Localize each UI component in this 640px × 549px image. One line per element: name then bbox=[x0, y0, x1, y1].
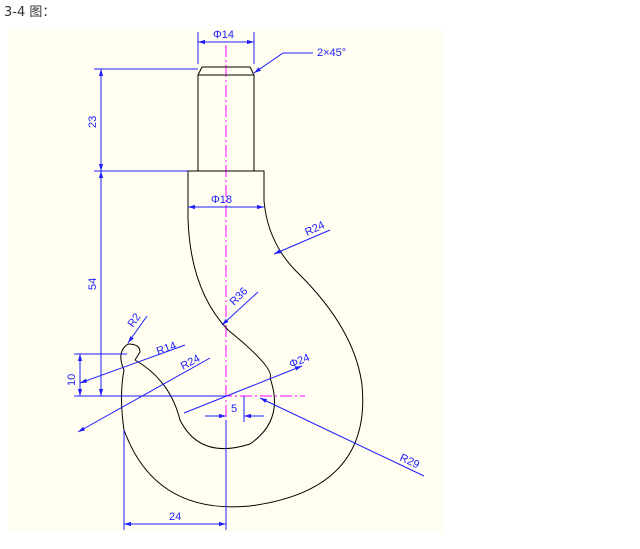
dim-chamfer: 2×45° bbox=[253, 47, 346, 74]
inner-bore-contour bbox=[134, 359, 275, 450]
dim-r14-label: R14 bbox=[155, 340, 178, 358]
inner-upper-contour bbox=[187, 217, 271, 379]
hook-outline bbox=[120, 66, 364, 508]
dim-w24: 24 bbox=[123, 420, 227, 530]
dim-off5: 5 bbox=[205, 396, 264, 422]
dim-d14-label: Φ14 bbox=[213, 29, 234, 41]
dim-h10-label: 10 bbox=[66, 374, 78, 386]
figure-caption: 3-4 图： bbox=[4, 5, 56, 20]
dim-r36-label: R36 bbox=[228, 285, 251, 308]
dim-h23-label: 23 bbox=[87, 116, 99, 128]
dim-off5-label: 5 bbox=[231, 403, 237, 415]
dim-h23: 23 bbox=[87, 68, 198, 172]
dim-r2: R2 bbox=[126, 311, 148, 344]
dim-r29-label: R29 bbox=[398, 452, 421, 471]
dim-r36: R36 bbox=[221, 285, 259, 326]
dim-r24-left: R24 bbox=[77, 353, 211, 433]
dim-h54: 54 bbox=[87, 171, 226, 397]
dim-r24-top-label: R24 bbox=[303, 219, 326, 238]
neck-right bbox=[188, 170, 265, 201]
dim-h10: 10 bbox=[66, 353, 127, 397]
dim-r14: R14 bbox=[79, 340, 186, 384]
dim-d24-label: Φ24 bbox=[288, 352, 312, 371]
dim-h54-label: 54 bbox=[87, 278, 99, 290]
dim-r2-label: R2 bbox=[126, 311, 144, 329]
outer-contour bbox=[121, 200, 364, 508]
dim-d14: Φ14 bbox=[197, 29, 255, 64]
hook-tip bbox=[120, 343, 141, 371]
dim-d18: Φ18 bbox=[188, 194, 264, 210]
dim-chamfer-label: 2×45° bbox=[317, 47, 346, 59]
dim-w24-label: 24 bbox=[169, 511, 181, 523]
dim-d24: Φ24 bbox=[183, 352, 312, 414]
dim-r29: R29 bbox=[259, 397, 425, 477]
dim-r24-left-label: R24 bbox=[179, 353, 202, 373]
dim-d18-label: Φ18 bbox=[211, 194, 232, 206]
dim-r24-top: R24 bbox=[273, 219, 331, 255]
